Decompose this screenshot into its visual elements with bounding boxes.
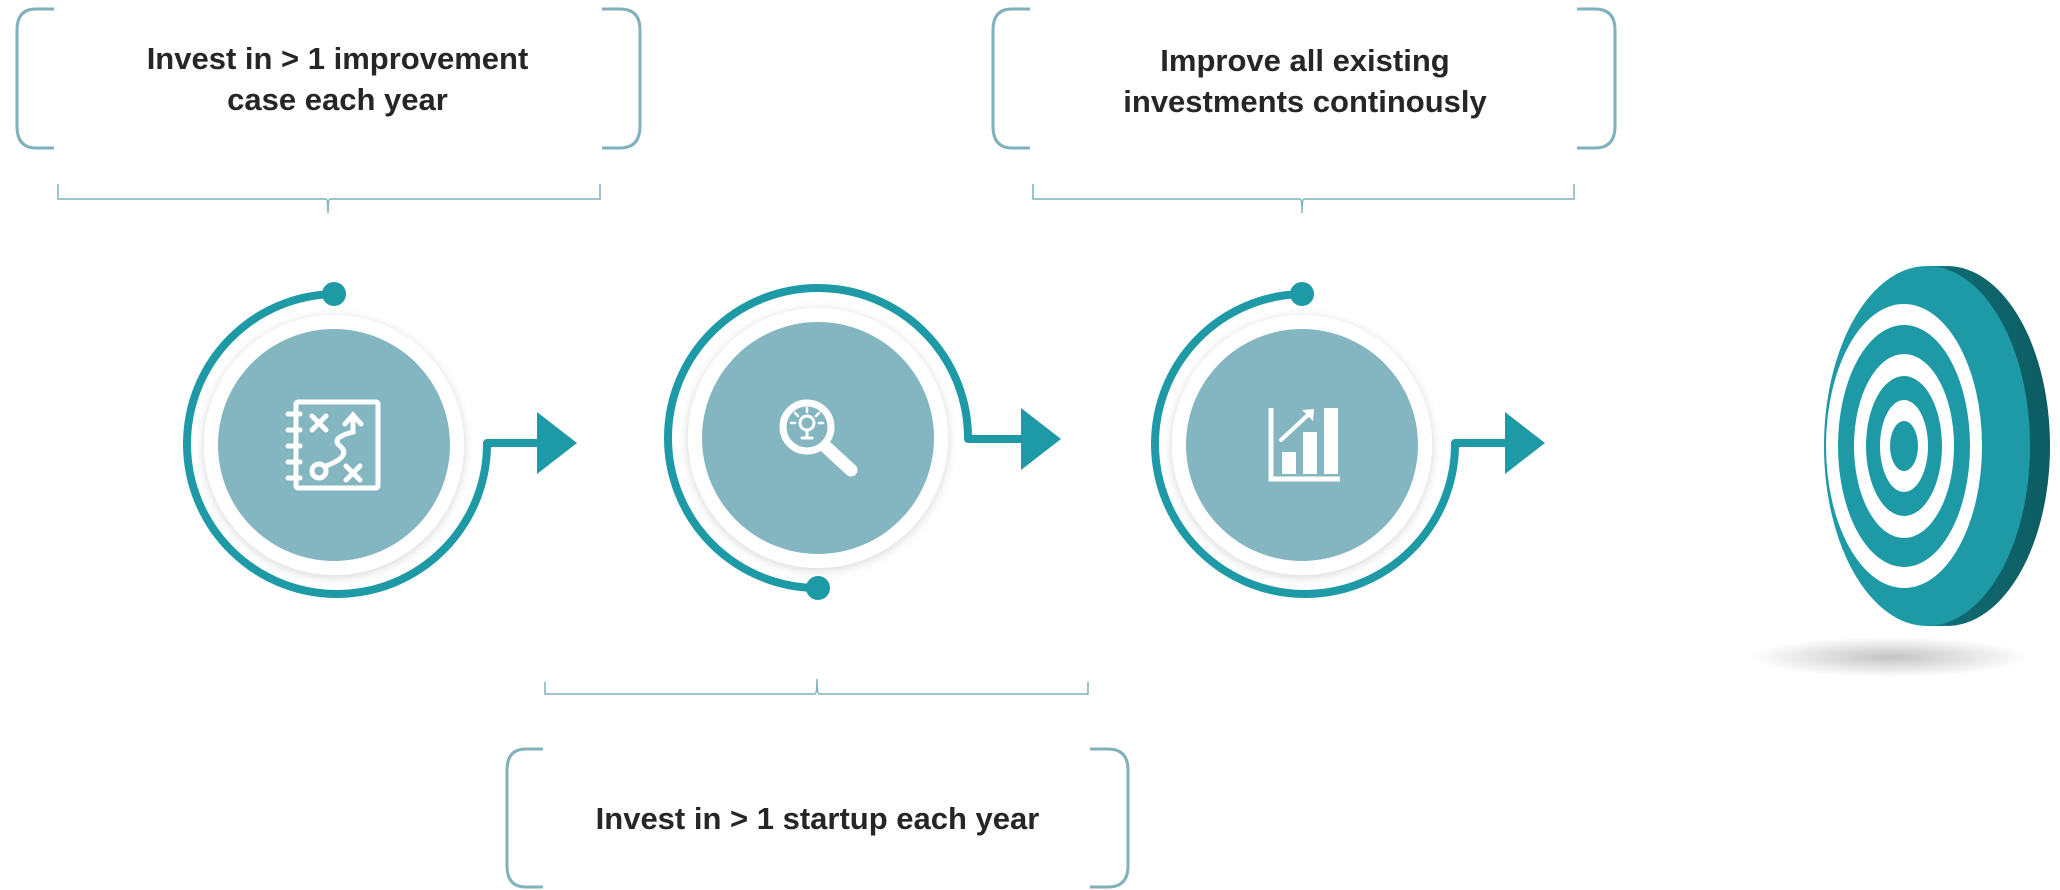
arc-start-dot bbox=[322, 282, 346, 306]
box-improvement-case-text: Invest in > 1 improvement case each year bbox=[146, 40, 529, 117]
step-circle bbox=[218, 329, 450, 561]
arc-end-dot bbox=[806, 576, 830, 600]
connector-brace bbox=[1032, 184, 1575, 214]
arrow-shaft bbox=[965, 433, 1025, 443]
connector-brace bbox=[57, 184, 601, 214]
progress-arc bbox=[1151, 290, 1460, 598]
box-startup bbox=[505, 678, 1130, 889]
step-circle bbox=[702, 322, 934, 554]
box-improvement-case bbox=[15, 7, 642, 214]
box-left-bracket bbox=[991, 7, 1030, 150]
target-bullseye bbox=[1890, 421, 1918, 471]
growth-chart-icon bbox=[1268, 408, 1340, 482]
box-left-bracket bbox=[505, 747, 543, 889]
progress-arc bbox=[183, 290, 492, 598]
box-right-bracket bbox=[1577, 7, 1617, 150]
step-3-improve-existing bbox=[1151, 282, 1545, 598]
box-improve-existing bbox=[991, 7, 1617, 214]
target-icon bbox=[1750, 266, 2050, 677]
box-right-bracket bbox=[602, 7, 642, 150]
idea-search-icon bbox=[779, 399, 858, 477]
target-shadow bbox=[1750, 637, 2030, 677]
arrow-head bbox=[537, 412, 577, 474]
arrow-shaft bbox=[1452, 439, 1510, 449]
arrow-head bbox=[1505, 412, 1545, 474]
step-circle bbox=[1186, 329, 1418, 561]
progress-arc bbox=[664, 284, 973, 592]
strategy-plan-icon bbox=[285, 399, 381, 491]
box-startup-text: Invest in > 1 startup each year bbox=[595, 800, 1040, 836]
arrow-shaft bbox=[484, 439, 542, 449]
step-2-startup bbox=[664, 284, 1061, 600]
box-right-bracket bbox=[1090, 747, 1130, 889]
arrow-head bbox=[1021, 408, 1061, 470]
box-improve-existing-text: Improve all existing investments contino… bbox=[1123, 42, 1487, 119]
connector-brace bbox=[544, 678, 1089, 695]
arc-start-dot bbox=[1290, 282, 1314, 306]
box-left-bracket bbox=[15, 7, 54, 150]
step-1-improvement bbox=[183, 282, 577, 598]
